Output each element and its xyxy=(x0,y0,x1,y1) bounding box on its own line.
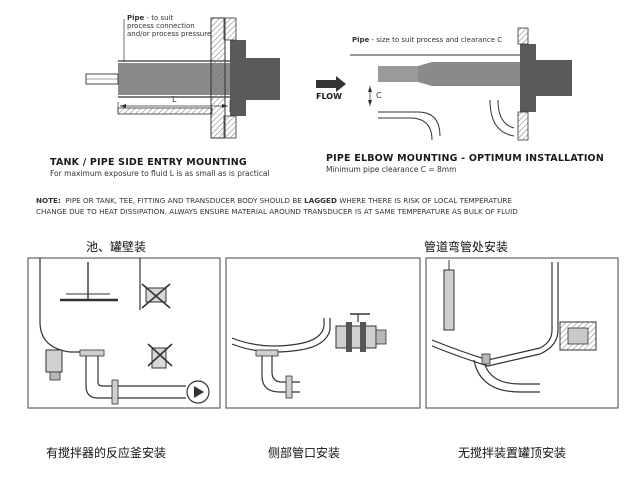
lower-wall xyxy=(117,107,213,115)
no-stirrer-drawing xyxy=(425,257,619,409)
elbow-inlet xyxy=(378,66,418,82)
clearance-c-label: C xyxy=(376,91,382,100)
elbow-pipe xyxy=(432,62,520,86)
elbow-heading: PIPE ELBOW MOUNTING - OPTIMUM INSTALLATI… xyxy=(326,153,604,164)
label-tank-wall: 池、罐壁装 xyxy=(86,240,147,254)
elbow-subheading: Minimum pipe clearance C = 8mm xyxy=(326,165,457,174)
elbow-drawing xyxy=(316,27,572,141)
side-entry-subheading: For maximum exposure to fluid L is as sm… xyxy=(50,169,270,178)
label-stirred-reactor: 有搅拌器的反应釜安装 xyxy=(46,446,167,460)
elbow-pipe-label: Pipe - size to suit process and clearanc… xyxy=(352,36,503,44)
side-entry-drawing xyxy=(85,17,280,139)
label-side-nozzle: 侧部管口安装 xyxy=(268,446,341,460)
side-entry-heading: TANK / PIPE SIDE ENTRY MOUNTING xyxy=(50,157,247,168)
top-probe xyxy=(443,269,455,331)
tank-wall xyxy=(210,17,226,139)
stirred-reactor-drawing xyxy=(27,257,221,409)
flange xyxy=(230,40,246,116)
flow-arrow-icon xyxy=(316,76,346,92)
elbow-flange xyxy=(520,44,536,112)
pipe-label-line3: and/or process pressure xyxy=(127,30,212,38)
nozzle-transducer xyxy=(335,325,377,349)
elbow-transducer xyxy=(536,60,572,96)
side-nozzle-drawing xyxy=(225,257,421,409)
pipe-label-line2: process connection xyxy=(127,22,195,30)
label-pipe-elbow: 管道弯管处安装 xyxy=(424,240,509,254)
label-no-stirrer-top: 无搅拌装置罐顶安装 xyxy=(458,446,567,460)
note-line1: NOTE: PIPE OR TANK, TEE, FITTING AND TRA… xyxy=(36,196,512,205)
transducer-body xyxy=(246,58,280,100)
dimension-l-label: L xyxy=(172,95,177,104)
flow-label: FLOW xyxy=(316,92,342,101)
pipe-label-line1: Pipe - to suit xyxy=(127,14,174,22)
note-line2: CHANGE DUE TO HEAT DISSIPATION. ALWAYS E… xyxy=(36,207,518,216)
